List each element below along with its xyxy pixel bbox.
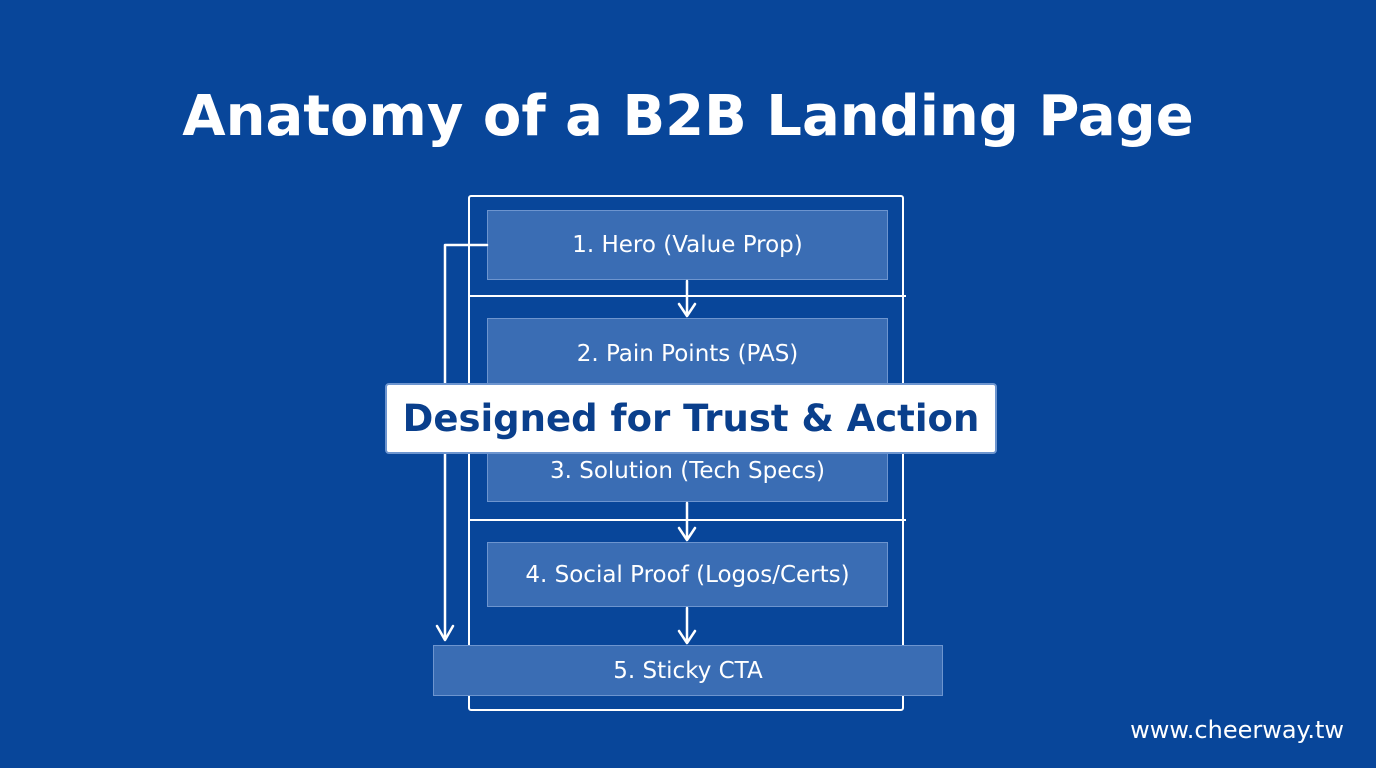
diagram-title: Anatomy of a B2B Landing Page: [182, 84, 1194, 149]
section-divider: [468, 519, 906, 521]
overlay-banner: Designed for Trust & Action: [385, 383, 997, 454]
step-sticky-cta: 5. Sticky CTA: [433, 645, 943, 696]
step-hero: 1. Hero (Value Prop): [487, 210, 888, 280]
section-divider: [468, 295, 906, 297]
bypass-arrowhead-icon: [435, 624, 455, 642]
watermark: www.cheerway.tw: [1130, 716, 1344, 744]
step-social-proof: 4. Social Proof (Logos/Certs): [487, 542, 888, 607]
step-pain-points: 2. Pain Points (PAS): [487, 318, 888, 390]
